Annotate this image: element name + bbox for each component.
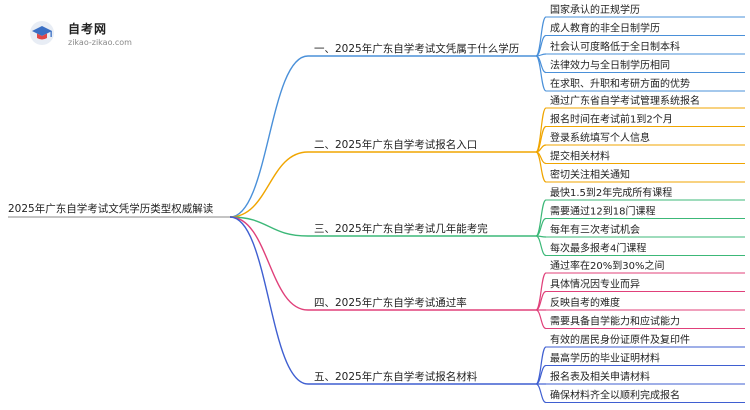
branch-1-leaf[interactable]: 法律效力与全日制学历相同 (550, 59, 670, 72)
branch-3-leaf[interactable]: 最快1.5到2年完成所有课程 (550, 186, 672, 199)
branch-3-leaf[interactable]: 需要通过12到18门课程 (550, 205, 655, 218)
branch-3-leaf-connector (535, 199, 547, 237)
branch-2-connector (229, 151, 309, 218)
branch-1-leaf[interactable]: 社会认可度略低于全日制本科 (550, 40, 680, 53)
branch-3-leaf[interactable]: 每次最多报考4门课程 (550, 242, 646, 255)
branch-3-leaf-connector (535, 235, 547, 257)
branch-4-leaf-connector (535, 309, 547, 330)
branch-5-label[interactable]: 五、2025年广东自学考试报名材料 (314, 370, 478, 383)
branch-3-connector (229, 216, 309, 237)
branch-3-leaf[interactable]: 每年有三次考试机会 (550, 223, 640, 236)
branch-4-leaf[interactable]: 通过率在20%到30%之间 (550, 259, 664, 272)
branch-1-leaf[interactable]: 成人教育的非全日制学历 (550, 22, 660, 35)
branch-5-leaf[interactable]: 有效的居民身份证原件及复印件 (550, 333, 690, 346)
branch-5-leaf[interactable]: 报名表及相关申请材料 (550, 370, 650, 383)
branch-3-label[interactable]: 三、2025年广东自学考试几年能考完 (314, 222, 488, 235)
branch-2-leaf[interactable]: 密切关注相关通知 (550, 168, 630, 181)
branch-2-label[interactable]: 二、2025年广东自学考试报名入口 (314, 138, 477, 151)
logo-url: zikao-zikao.com (68, 38, 132, 47)
branch-5-leaf-connector (535, 383, 547, 404)
branch-5-connector (229, 216, 309, 385)
branch-2-leaf[interactable]: 登录系统填写个人信息 (550, 131, 650, 144)
branch-2-leaf[interactable]: 通过广东省自学考试管理系统报名 (550, 94, 700, 107)
branch-4-leaf-connector (535, 272, 547, 311)
site-logo[interactable]: 自考网 zikao-zikao.com (28, 18, 148, 52)
branch-4-leaf[interactable]: 需要具备自学能力和应试能力 (550, 315, 680, 328)
branch-4-label[interactable]: 四、2025年广东自学考试通过率 (314, 296, 467, 309)
branch-4-connector (229, 216, 309, 311)
branch-5-leaf[interactable]: 确保材料齐全以顺利完成报名 (550, 389, 680, 402)
branch-1-leaf[interactable]: 国家承认的正规学历 (550, 3, 640, 16)
branch-4-leaf[interactable]: 反映自考的难度 (550, 296, 620, 309)
logo-title: 自考网 (68, 22, 108, 36)
branch-1-leaf-connector (535, 55, 547, 92)
branch-1-connector (229, 55, 309, 218)
graduation-cap-icon (30, 21, 54, 45)
root-node[interactable]: 2025年广东自学考试文凭学历类型权威解读 (8, 202, 214, 215)
branch-1-leaf[interactable]: 在求职、升职和考研方面的优势 (550, 77, 690, 90)
branch-1-label[interactable]: 一、2025年广东自学考试文凭属于什么学历 (314, 42, 519, 55)
branch-5-leaf[interactable]: 最高学历的毕业证明材料 (550, 352, 660, 365)
branch-2-leaf-connector (535, 151, 547, 183)
branch-2-leaf[interactable]: 提交相关材料 (550, 150, 610, 163)
branch-4-leaf[interactable]: 具体情况因专业而异 (550, 278, 640, 291)
branch-5-leaf-connector (535, 346, 547, 385)
branch-2-leaf[interactable]: 报名时间在考试前1到2个月 (550, 113, 673, 126)
